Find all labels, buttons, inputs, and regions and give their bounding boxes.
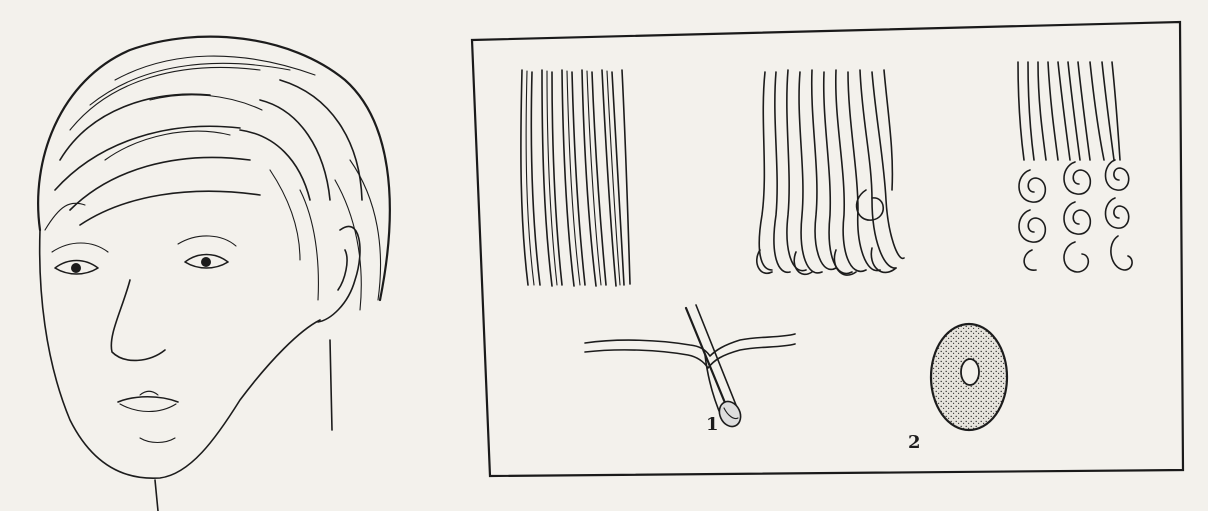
nose	[111, 280, 165, 360]
curl-spirals	[1019, 160, 1132, 272]
hair-types-panel: 1 2	[472, 22, 1183, 476]
wavy-hair	[757, 70, 904, 275]
hair-cross-section	[931, 324, 1007, 430]
hair-follicle	[585, 305, 795, 430]
mouth	[118, 391, 178, 411]
straight-hair	[521, 70, 630, 286]
right-eye	[178, 236, 236, 268]
neck-line-right	[330, 340, 332, 430]
face-outline	[40, 230, 320, 478]
hair-shaft	[686, 308, 730, 415]
left-eye	[52, 243, 108, 274]
chin	[140, 438, 175, 443]
figure-label-1: 1	[706, 414, 719, 435]
head-portrait	[38, 37, 390, 511]
neck-line-left	[155, 480, 158, 511]
hair	[38, 37, 390, 310]
panel-border	[472, 22, 1183, 476]
skin-line-lower	[585, 344, 795, 368]
figure-label-2: 2	[908, 432, 921, 453]
skin-line-upper	[585, 334, 795, 356]
curly-hair	[1018, 62, 1132, 272]
ear	[318, 226, 360, 322]
